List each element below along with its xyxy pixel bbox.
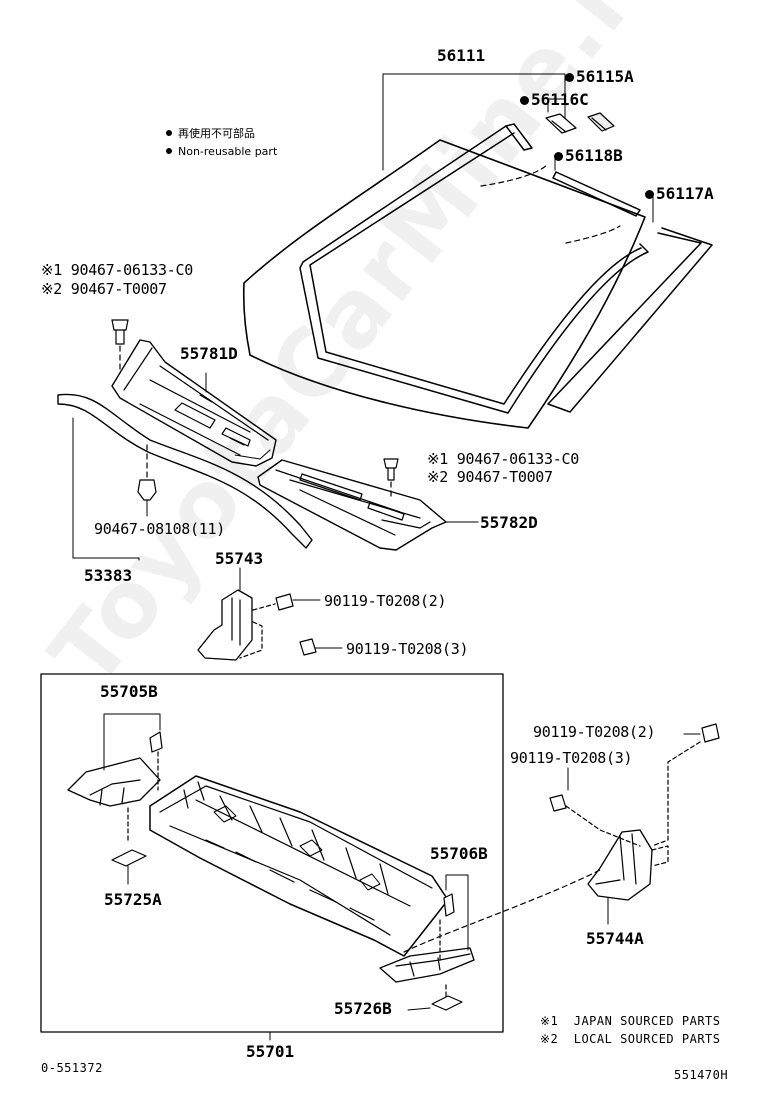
label-55743: 55743	[215, 549, 264, 568]
bolt-90119-c	[651, 723, 720, 847]
label-55726b: 55726B	[334, 999, 392, 1018]
cowl-top-left-55781d	[111, 339, 277, 467]
legend-dot-icon	[166, 148, 172, 154]
label-90467-08108: 90467-08108(11)	[94, 520, 225, 538]
label-55706b: 55706B	[430, 844, 488, 863]
bracket-55706b	[379, 874, 475, 983]
bracket-55744a	[587, 829, 669, 901]
diagram-code-right: 551470H	[674, 1068, 729, 1082]
label-bolt-2b: 90119-T0208(2)	[533, 723, 656, 741]
bracket-55705b	[67, 713, 163, 841]
windshield-molding	[299, 123, 713, 414]
pad-55725a	[111, 849, 147, 885]
assembly-box-55701	[40, 673, 504, 1033]
pad-55726b	[407, 984, 463, 1011]
label-clip-a2: ※2 90467-T0007	[41, 280, 167, 298]
label-55781d: 55781D	[180, 344, 238, 363]
label-53383: 53383	[84, 566, 133, 585]
cowl-top-right-55782d	[257, 459, 447, 551]
diagram-code-left: 0-551372	[41, 1061, 103, 1075]
bolt-90119-b	[299, 638, 343, 656]
bracket-55743	[197, 589, 276, 661]
label-bolt-3b: 90119-T0208(3)	[510, 749, 633, 767]
label-bolt-2a: 90119-T0208(2)	[324, 592, 447, 610]
label-56111: 56111	[437, 46, 486, 65]
legend-jp: 再使用不可部品	[166, 128, 255, 140]
label-56116c: 56116C	[520, 92, 589, 108]
bolt-90119-a	[275, 593, 321, 611]
label-55725a: 55725A	[104, 890, 162, 909]
note-local-sourced: ※2 LOCAL SOURCED PARTS	[540, 1032, 721, 1046]
non-reusable-dot-icon	[520, 96, 529, 105]
label-56117a: 56117A	[645, 186, 714, 202]
legend-dot-icon	[166, 130, 172, 136]
non-reusable-dot-icon	[645, 190, 654, 199]
legend-en: Non-reusable part	[166, 146, 277, 158]
windshield-glass	[242, 139, 646, 429]
bolt-90119-d	[549, 767, 641, 847]
label-55782d: 55782D	[480, 513, 538, 532]
leader-53383	[72, 417, 140, 561]
label-55744a: 55744A	[586, 929, 644, 948]
label-55701: 55701	[246, 1042, 295, 1061]
note-japan-sourced: ※1 JAPAN SOURCED PARTS	[540, 1014, 721, 1028]
label-56115a: 56115A	[565, 69, 634, 85]
label-clip-b1: ※1 90467-06133-C0	[427, 450, 579, 468]
clip-90467-left	[111, 319, 129, 383]
label-56118b: 56118B	[554, 148, 623, 164]
dash-link-55744a	[403, 869, 601, 953]
molding-clip-56115a	[587, 112, 615, 132]
clip-90467-right	[383, 458, 399, 497]
weatherstrip-53383	[57, 393, 313, 549]
label-55705b: 55705B	[100, 682, 158, 701]
label-clip-a1: ※1 90467-06133-C0	[41, 261, 193, 279]
label-clip-b2: ※2 90467-T0007	[427, 468, 553, 486]
cowl-panel-55701	[149, 775, 449, 957]
molding-clip-56116c	[545, 113, 577, 134]
clip-90467-08108	[137, 444, 157, 517]
label-bolt-3a: 90119-T0208(3)	[346, 640, 469, 658]
non-reusable-dot-icon	[565, 73, 574, 82]
non-reusable-dot-icon	[554, 152, 563, 161]
